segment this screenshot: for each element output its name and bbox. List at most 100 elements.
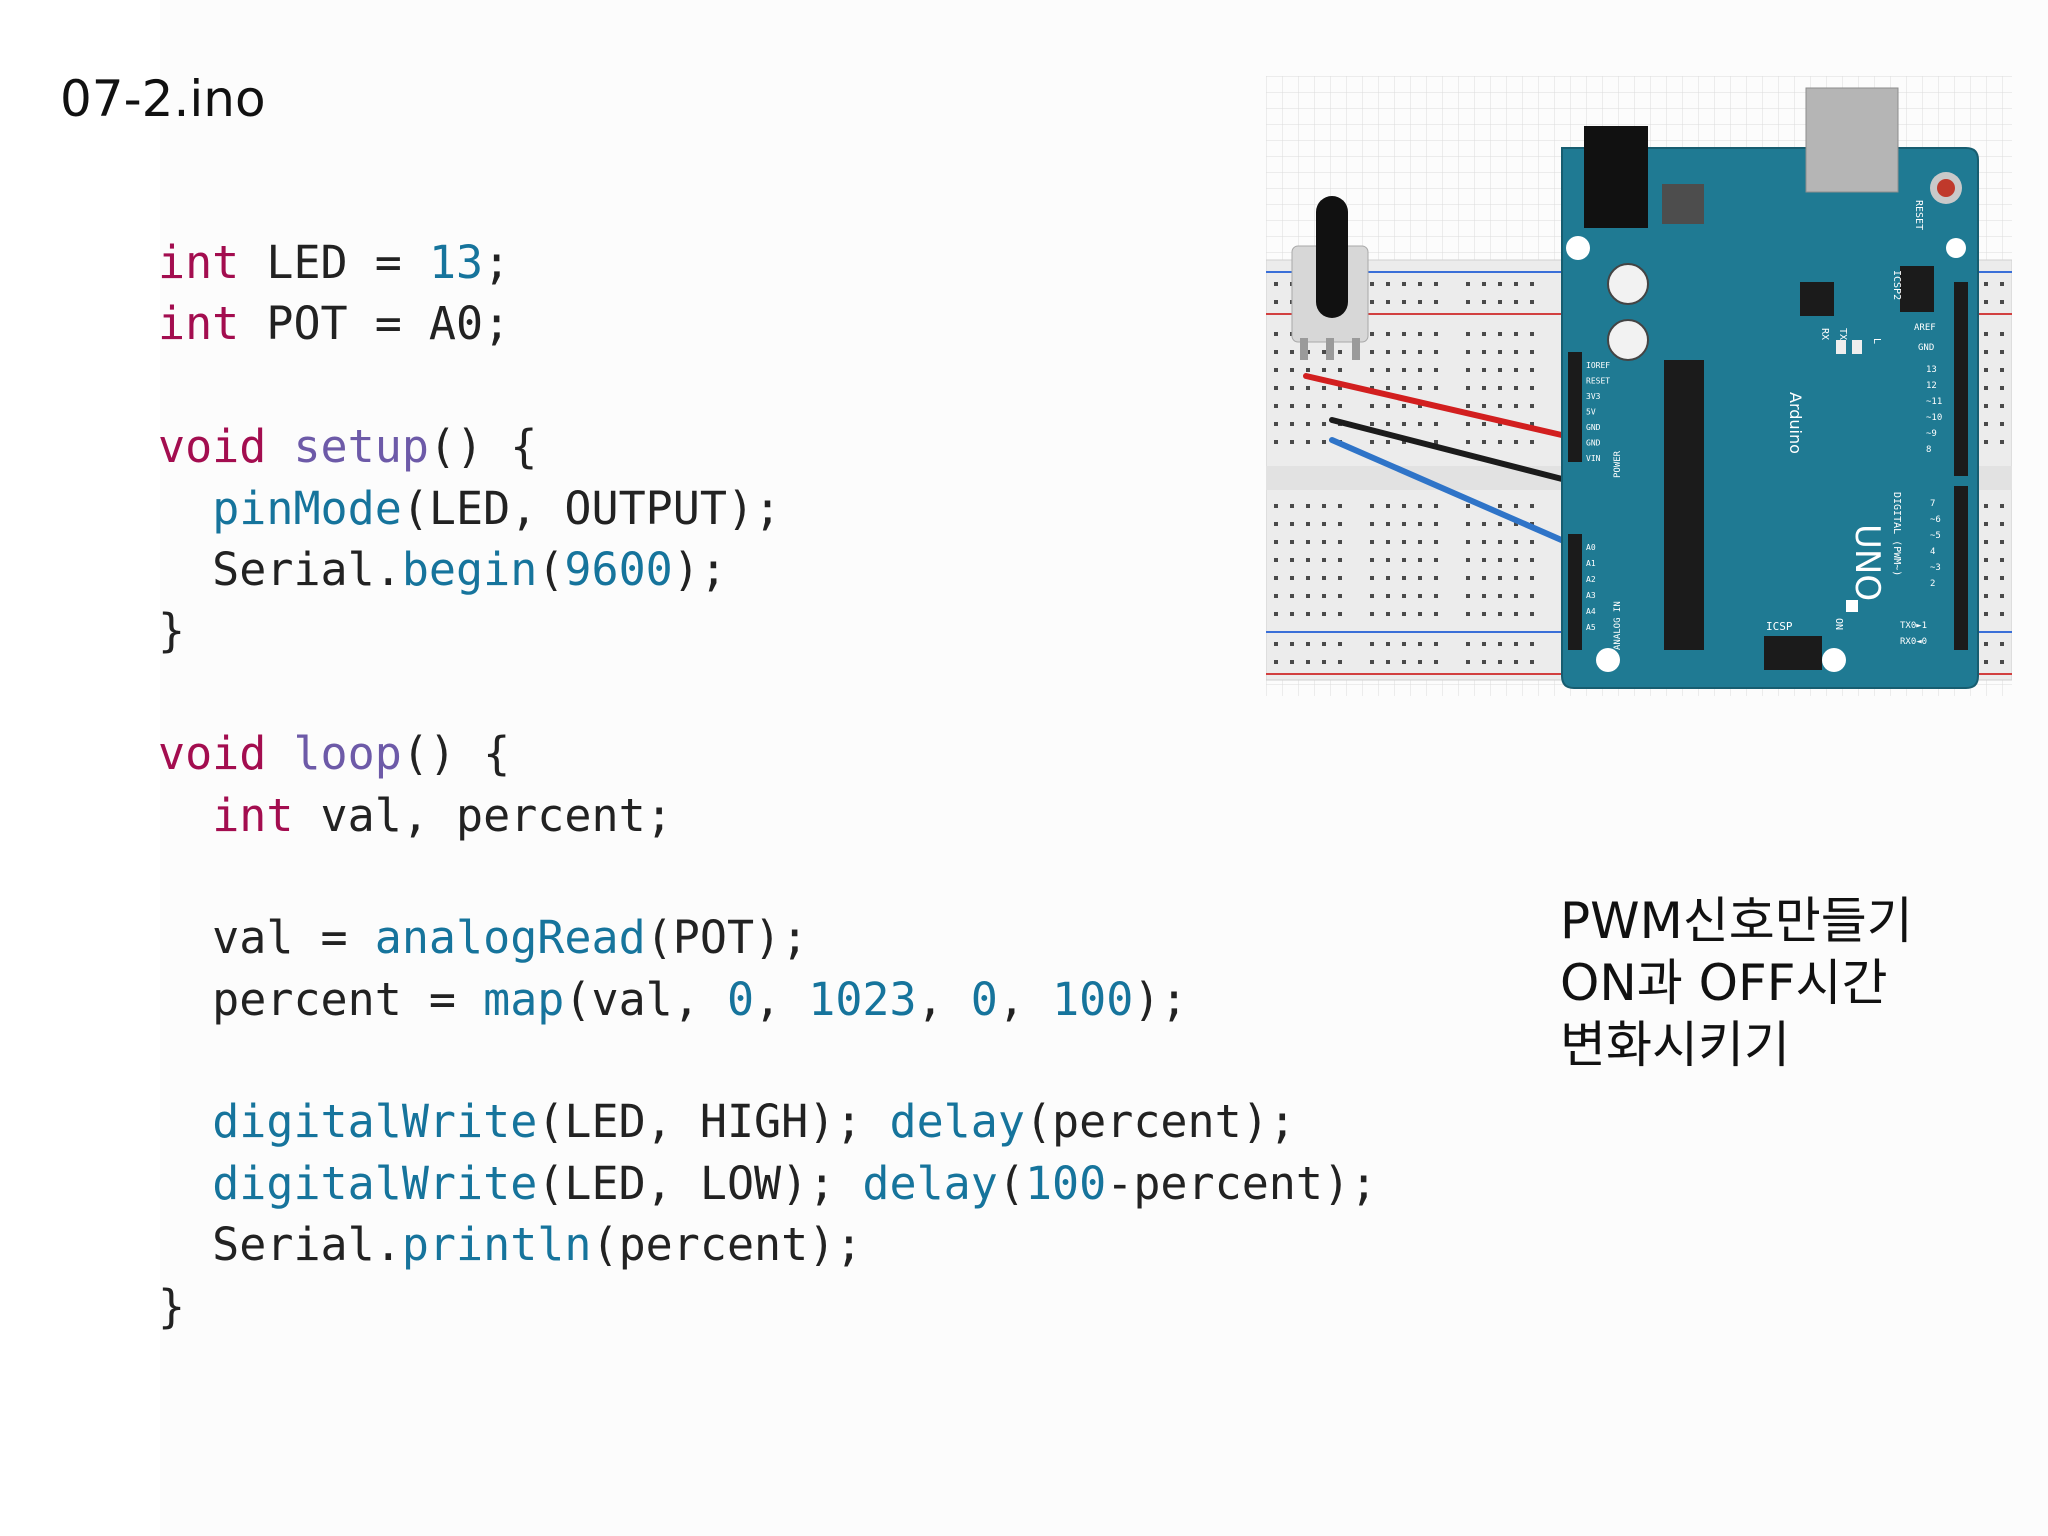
breadboard-hole bbox=[1402, 282, 1406, 286]
breadboard-hole bbox=[1274, 350, 1278, 354]
breadboard-hole bbox=[1984, 522, 1988, 526]
breadboard-hole bbox=[1322, 558, 1326, 562]
breadboard-hole bbox=[1434, 576, 1438, 580]
breadboard-hole bbox=[1514, 368, 1518, 372]
breadboard-hole bbox=[1498, 642, 1502, 646]
code-token: map bbox=[483, 972, 565, 1026]
breadboard-hole bbox=[1434, 350, 1438, 354]
power-label: POWER bbox=[1613, 450, 1623, 478]
breadboard-hole bbox=[1482, 404, 1486, 408]
pin-label: 3V3 bbox=[1586, 392, 1601, 401]
breadboard-hole bbox=[1370, 594, 1374, 598]
breadboard-hole bbox=[1530, 660, 1534, 664]
breadboard-hole bbox=[1498, 332, 1502, 336]
code-token: digitalWrite bbox=[212, 1156, 538, 1210]
code-token: (LED, OUTPUT); bbox=[401, 481, 782, 535]
code-token: analogRead bbox=[374, 911, 646, 965]
capacitor bbox=[1607, 319, 1649, 361]
breadboard-hole bbox=[1498, 422, 1502, 426]
code-token: 1023 bbox=[808, 972, 917, 1026]
breadboard-hole bbox=[1370, 350, 1374, 354]
breadboard-hole bbox=[1402, 558, 1406, 562]
code-token: (percent); bbox=[1024, 1095, 1296, 1149]
breadboard-hole bbox=[1482, 522, 1486, 526]
code-token: (val, bbox=[564, 972, 727, 1026]
breadboard-hole bbox=[1498, 594, 1502, 598]
breadboard-hole bbox=[1466, 368, 1470, 372]
breadboard-hole bbox=[1514, 504, 1518, 508]
breadboard-hole bbox=[1274, 404, 1278, 408]
breadboard-hole bbox=[1418, 660, 1422, 664]
breadboard-hole bbox=[1402, 576, 1406, 580]
breadboard-hole bbox=[2000, 404, 2004, 408]
breadboard-hole bbox=[1338, 660, 1342, 664]
breadboard-hole bbox=[1466, 522, 1470, 526]
pin-label: 5V bbox=[1586, 408, 1596, 417]
breadboard-hole bbox=[1370, 332, 1374, 336]
breadboard-hole bbox=[1322, 522, 1326, 526]
breadboard-hole bbox=[1386, 440, 1390, 444]
breadboard-hole bbox=[1322, 576, 1326, 580]
breadboard-hole bbox=[1338, 404, 1342, 408]
code-token bbox=[158, 1095, 212, 1148]
on-label: ON bbox=[1833, 618, 1844, 630]
breadboard-hole bbox=[1386, 558, 1390, 562]
breadboard-hole bbox=[1402, 594, 1406, 598]
breadboard-hole bbox=[1514, 386, 1518, 390]
breadboard-hole bbox=[1290, 350, 1294, 354]
breadboard-hole bbox=[1514, 350, 1518, 354]
breadboard-hole bbox=[1482, 576, 1486, 580]
breadboard-hole bbox=[1466, 558, 1470, 562]
breadboard-hole bbox=[1984, 440, 1988, 444]
breadboard-hole bbox=[1514, 576, 1518, 580]
breadboard-hole bbox=[1498, 386, 1502, 390]
code-line: int POT = A0; bbox=[158, 293, 1377, 354]
breadboard-hole bbox=[1530, 422, 1534, 426]
code-line: pinMode(LED, OUTPUT); bbox=[158, 478, 1377, 539]
code-line: int LED = 13; bbox=[158, 232, 1377, 293]
breadboard-hole bbox=[1306, 642, 1310, 646]
breadboard-hole bbox=[1984, 332, 1988, 336]
breadboard-hole bbox=[1418, 368, 1422, 372]
breadboard-hole bbox=[1482, 642, 1486, 646]
circuit-diagram: RESET ICSP2 ICSP AREF GND Arduino UNO ON… bbox=[1266, 76, 2012, 696]
breadboard-hole bbox=[1482, 350, 1486, 354]
breadboard-hole bbox=[1514, 404, 1518, 408]
wire-blue bbox=[1329, 437, 1569, 545]
breadboard-hole bbox=[1322, 612, 1326, 616]
breadboard-hole bbox=[1370, 660, 1374, 664]
breadboard-hole bbox=[1530, 594, 1534, 598]
code-token: (LED, HIGH); bbox=[537, 1095, 890, 1149]
breadboard-hole bbox=[1370, 576, 1374, 580]
breadboard-hole bbox=[1530, 386, 1534, 390]
wires bbox=[1303, 373, 1569, 545]
breadboard-hole bbox=[1984, 350, 1988, 354]
breadboard-hole bbox=[1386, 332, 1390, 336]
breadboard-hole bbox=[2000, 576, 2004, 580]
code-token: 100 bbox=[1024, 1156, 1107, 1210]
breadboard-hole bbox=[1498, 350, 1502, 354]
breadboard-hole bbox=[1530, 282, 1534, 286]
breadboard-hole bbox=[1322, 594, 1326, 598]
code-line: digitalWrite(LED, HIGH); delay(percent); bbox=[158, 1091, 1377, 1152]
power-jack bbox=[1584, 126, 1648, 228]
breadboard-hole bbox=[1322, 440, 1326, 444]
breadboard-hole bbox=[2000, 300, 2004, 304]
code-token: val, percent; bbox=[293, 788, 673, 842]
code-token: () { bbox=[401, 727, 511, 781]
icsp-label: ICSP bbox=[1766, 620, 1793, 633]
code-token: -percent); bbox=[1106, 1156, 1378, 1210]
breadboard-hole bbox=[1386, 576, 1390, 580]
breadboard-hole bbox=[1984, 558, 1988, 562]
breadboard-hole bbox=[1498, 612, 1502, 616]
note-line: ON과 OFF시간 bbox=[1560, 954, 1888, 1012]
pin-label: ~5 bbox=[1930, 531, 1941, 541]
breadboard-hole bbox=[2000, 660, 2004, 664]
breadboard-hole bbox=[1386, 386, 1390, 390]
breadboard-hole bbox=[1530, 576, 1534, 580]
digital-header-bottom bbox=[1954, 486, 1968, 650]
breadboard-hole bbox=[1370, 522, 1374, 526]
breadboard-hole bbox=[1306, 612, 1310, 616]
breadboard-hole bbox=[2000, 504, 2004, 508]
